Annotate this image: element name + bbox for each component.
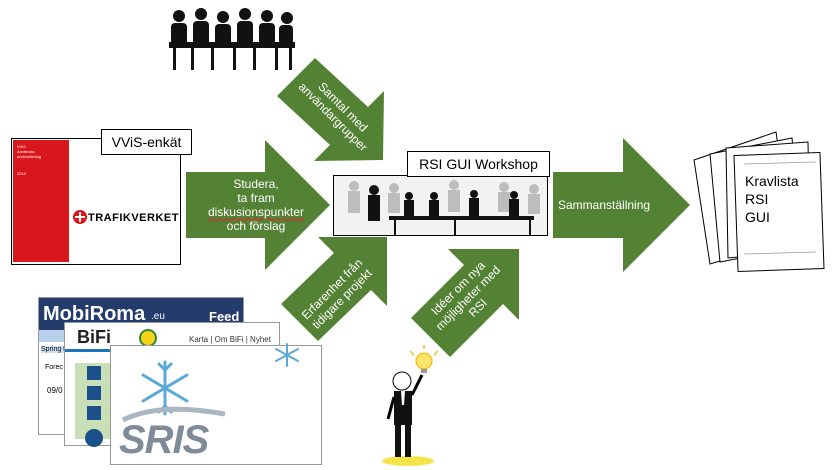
kravlista-line3: GUI [745, 209, 770, 225]
kravlista-line2: RSI [745, 191, 769, 207]
trafikverket-logo-icon [73, 210, 87, 224]
mobiroma-suffix: .eu [151, 311, 165, 322]
arrow-studera-line1: Studera, [233, 177, 279, 191]
mobiroma-feed: Feed [209, 309, 240, 324]
document-stack-icon [693, 131, 825, 272]
arrow-samtal [277, 58, 384, 161]
vvis-enkat-label: VViS-enkät [101, 129, 192, 155]
report-cover-title-line2: Användar- [17, 149, 36, 154]
arrow-studera-text: Studera, ta fram diskusionspunkter och f… [196, 177, 316, 233]
mobiroma-spring: Spring t [41, 346, 67, 353]
kravlista-line1: Kravlista [745, 173, 799, 189]
bifi-sidebar-controls [85, 366, 103, 447]
arrow-erfarenhet [281, 237, 387, 341]
workshop-label: RSI GUI Workshop [407, 151, 550, 177]
trafikverket-brand: TRAFIKVERKET [88, 212, 179, 224]
arrow-ideer [411, 249, 519, 357]
sris-swoosh-icon [121, 406, 226, 423]
report-cover-title: VViS Användar- undersökning 2014 [13, 140, 69, 176]
arrow-sammanstallning-text: Sammanställning [558, 198, 651, 212]
arrow-studera-line3: diskusionspunkter [207, 205, 305, 219]
people-silhouette-icon [169, 8, 295, 70]
meeting-silhouette-icon [334, 176, 547, 235]
workshop-photo [333, 175, 548, 236]
bifi-nav: Karta | Om BiFi | Nyhet [189, 335, 271, 344]
report-cover: VViS Användar- undersökning 2014 TRAFIKV… [11, 138, 181, 265]
report-cover-red-panel: VViS Användar- undersökning 2014 [13, 140, 69, 262]
arrow-studera-line4: och förslag [226, 219, 286, 233]
arrow-sammanstallning [553, 138, 690, 272]
idea-person-icon [382, 345, 439, 466]
arrow-studera [186, 140, 330, 270]
mobiroma-title: MobiRoma [43, 303, 146, 325]
mobiroma-forec: Forec [45, 364, 63, 371]
report-cover-title-line1: VViS [17, 144, 26, 149]
arrow-studera-line2: ta fram [237, 191, 275, 205]
small-snowflake-icon [275, 343, 299, 367]
kravlista-label: Kravlista RSI GUI [739, 166, 811, 250]
report-cover-year: 2014 [17, 171, 26, 176]
mobiroma-date: 09/0 [47, 386, 63, 395]
sris-logo: SRIS [119, 418, 209, 462]
bifi-logo: BiFi [77, 327, 111, 347]
report-cover-title-line3: undersökning [17, 154, 42, 159]
